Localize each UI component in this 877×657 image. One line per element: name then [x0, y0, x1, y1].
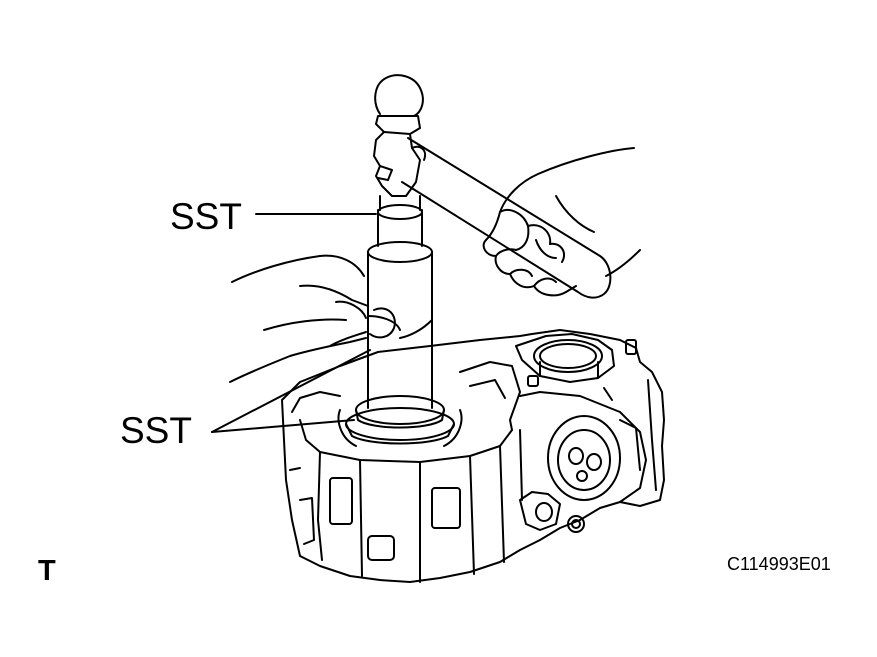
sst-shaft — [368, 196, 432, 408]
transmission-housing — [282, 330, 664, 582]
right-hand — [484, 148, 640, 295]
left-hand — [230, 256, 432, 382]
corner-mark: T — [38, 555, 56, 587]
hammer — [374, 75, 610, 297]
leader-lines — [212, 214, 376, 432]
sst-installer-base — [339, 396, 462, 446]
sst-callout-lower: SST — [120, 410, 192, 451]
sst-callout-upper: SST — [170, 196, 242, 237]
figure-code: C114993E01 — [727, 554, 831, 574]
